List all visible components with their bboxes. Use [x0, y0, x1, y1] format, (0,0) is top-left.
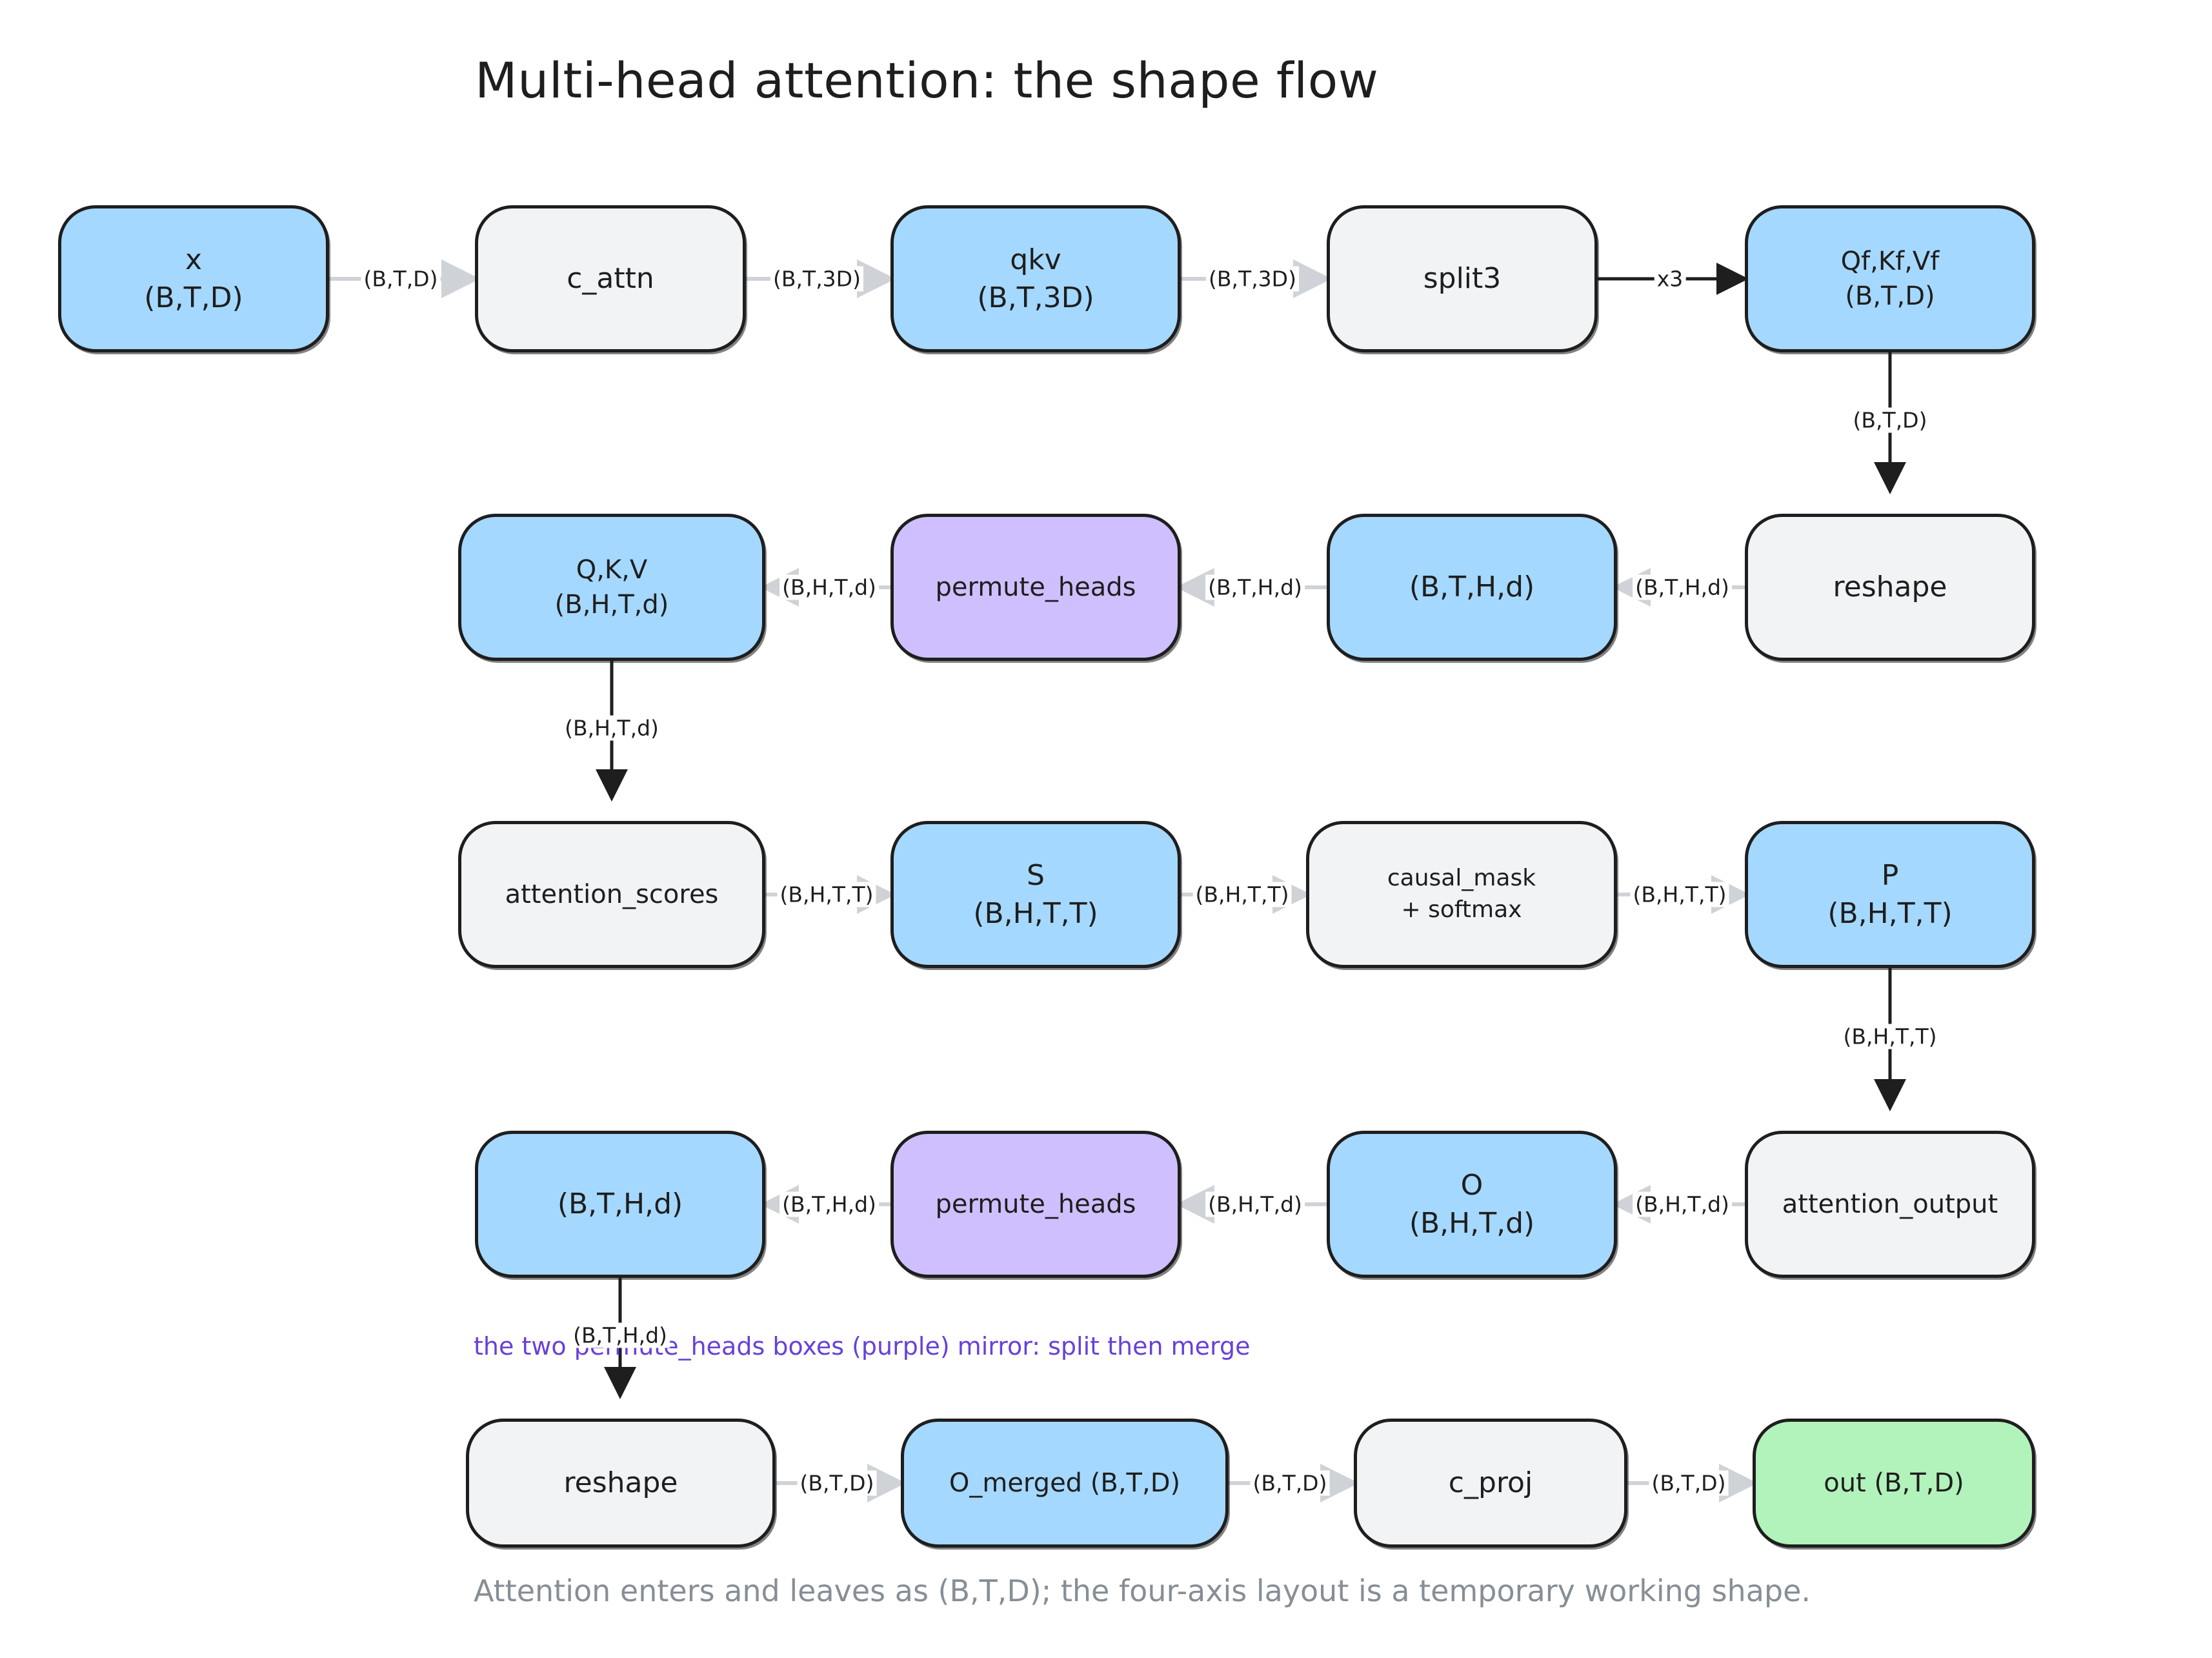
- node-c-attn: c_attn: [475, 205, 746, 352]
- edge-label-qkv-heads-to-attn-scores: (B,H,T,d): [562, 715, 661, 741]
- node-scores: S (B,H,T,T): [890, 821, 1181, 968]
- node-bthd-split: (B,T,H,d): [1327, 514, 1617, 661]
- node-reshape-merge-label: reshape: [563, 1466, 678, 1500]
- node-c-proj-label: c_proj: [1448, 1466, 1533, 1500]
- node-qkv-shape: (B,T,3D): [977, 281, 1094, 314]
- node-softmax-label: + softmax: [1401, 896, 1522, 923]
- edge-label-attn-output-to-o-heads: (B,H,T,d): [1633, 1191, 1732, 1217]
- node-bthd-merge: (B,T,H,d): [475, 1131, 765, 1278]
- edge-label-c-attn-to-qkv: (B,T,3D): [770, 266, 863, 292]
- node-reshape-split: reshape: [1745, 514, 2035, 661]
- node-x: x (B,T,D): [58, 205, 329, 352]
- node-o-merged: O_merged (B,T,D): [901, 1419, 1229, 1548]
- node-attention-output: attention_output: [1745, 1131, 2035, 1278]
- edge-label-probs-to-attn-output: (B,H,T,T): [1840, 1024, 1940, 1049]
- node-qkv-flat: Qf,Kf,Vf (B,T,D): [1745, 205, 2035, 352]
- node-qkv-heads: Q,K,V (B,H,T,d): [458, 514, 765, 661]
- node-scores-name: S: [1027, 858, 1045, 892]
- node-attention-scores-label: attention_scores: [505, 880, 719, 909]
- node-qkv: qkv (B,T,3D): [890, 205, 1181, 352]
- node-permute-heads-split-label: permute_heads: [935, 572, 1136, 602]
- node-permute-heads-split: permute_heads: [890, 514, 1181, 661]
- node-attention-scores: attention_scores: [458, 821, 765, 968]
- edge-label-mask-softmax-to-probs: (B,H,T,T): [1630, 882, 1729, 907]
- edge-label-reshape-in-to-bthd-in: (B,T,H,d): [1633, 574, 1732, 600]
- node-qkv-heads-name: Q,K,V: [576, 555, 648, 585]
- edge-label-reshape-out-to-o-merged: (B,T,D): [797, 1470, 877, 1496]
- node-split3: split3: [1327, 205, 1598, 352]
- edge-label-split3-to-qkv-flat: x3: [1654, 266, 1686, 292]
- node-attention-output-label: attention_output: [1782, 1189, 1998, 1219]
- node-qkv-flat-name: Qf,Kf,Vf: [1840, 247, 1940, 276]
- node-permute-heads-merge-label: permute_heads: [935, 1189, 1136, 1219]
- node-o-heads-name: O: [1460, 1168, 1483, 1202]
- node-causal-mask-softmax: causal_mask + softmax: [1306, 821, 1617, 968]
- edge-label-scores-to-mask-softmax: (B,H,T,T): [1192, 882, 1292, 907]
- node-out: out (B,T,D): [1753, 1419, 2035, 1548]
- node-x-shape: (B,T,D): [144, 281, 243, 314]
- node-c-attn-label: c_attn: [567, 262, 654, 296]
- node-split3-label: split3: [1423, 262, 1502, 296]
- edge-label-bthd-out-to-reshape-out: (B,T,H,d): [570, 1322, 670, 1348]
- diagram-caption: Attention enters and leaves as (B,T,D); …: [474, 1573, 1811, 1608]
- node-probs: P (B,H,T,T): [1745, 821, 2035, 968]
- node-c-proj: c_proj: [1354, 1419, 1627, 1548]
- diagram-title: Multi-head attention: the shape flow: [475, 52, 1379, 109]
- edge-label-qkv-flat-to-reshape-in: (B,T,D): [1850, 407, 1930, 433]
- node-o-heads: O (B,H,T,d): [1327, 1131, 1617, 1278]
- node-reshape-split-label: reshape: [1833, 571, 1947, 604]
- node-bthd-split-label: (B,T,H,d): [1409, 571, 1535, 604]
- node-qkv-name: qkv: [1010, 243, 1061, 276]
- edge-label-permute-out-to-bthd-out: (B,T,H,d): [779, 1191, 879, 1217]
- node-qkv-heads-shape: (B,H,T,d): [554, 590, 669, 620]
- node-causal-mask-label: causal_mask: [1387, 865, 1536, 892]
- edge-label-bthd-in-to-permute-in: (B,T,H,d): [1205, 574, 1305, 600]
- edge-label-qkv-to-split3: (B,T,3D): [1206, 266, 1299, 292]
- edge-label-permute-in-to-qkv-heads: (B,H,T,d): [779, 574, 879, 600]
- node-bthd-merge-label: (B,T,H,d): [557, 1188, 683, 1221]
- node-scores-shape: (B,H,T,T): [973, 897, 1098, 930]
- node-x-name: x: [185, 243, 203, 276]
- edge-label-c-proj-to-out: (B,T,D): [1649, 1470, 1729, 1496]
- edge-label-attn-scores-to-scores: (B,H,T,T): [777, 882, 876, 907]
- node-out-label: out (B,T,D): [1824, 1468, 1964, 1498]
- node-probs-name: P: [1881, 858, 1899, 892]
- edge-label-x-to-c-attn: (B,T,D): [361, 266, 441, 292]
- node-probs-shape: (B,H,T,T): [1827, 897, 1953, 930]
- node-permute-heads-merge: permute_heads: [890, 1131, 1181, 1278]
- node-reshape-merge: reshape: [466, 1419, 776, 1548]
- edge-label-o-merged-to-c-proj: (B,T,D): [1250, 1470, 1330, 1496]
- edge-label-o-heads-to-permute-out: (B,H,T,d): [1205, 1191, 1305, 1217]
- node-o-heads-shape: (B,H,T,d): [1409, 1207, 1535, 1240]
- node-o-merged-label: O_merged (B,T,D): [949, 1468, 1181, 1498]
- node-qkv-flat-shape: (B,T,D): [1845, 281, 1935, 311]
